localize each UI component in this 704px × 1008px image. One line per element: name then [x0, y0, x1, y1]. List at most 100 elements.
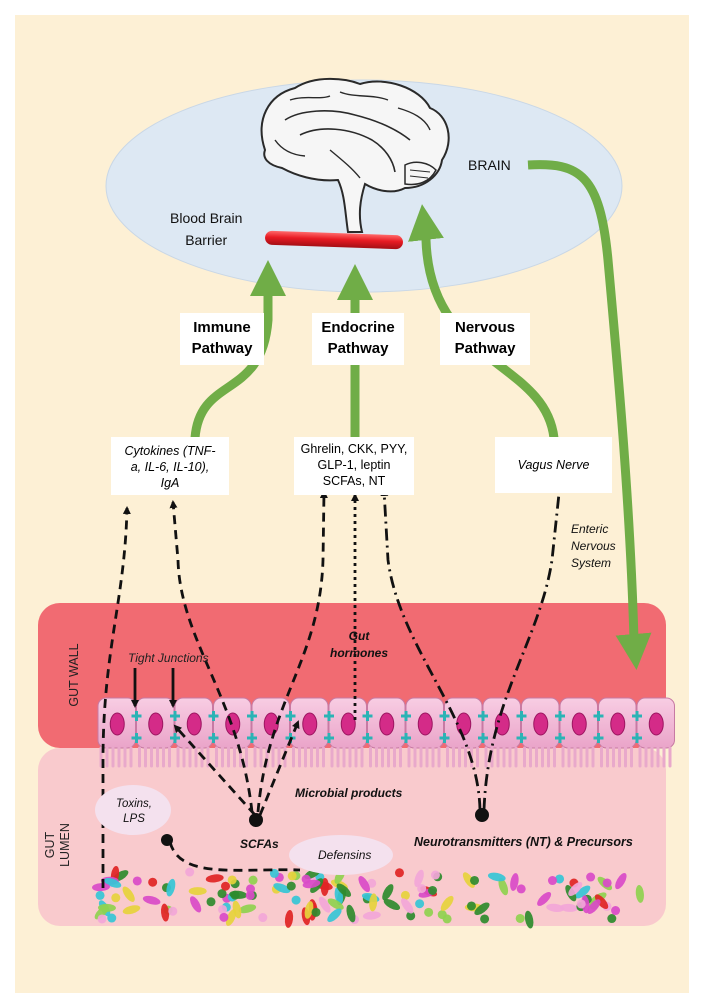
- gut-hormones-label: Gut hormones: [329, 628, 389, 662]
- microbe: [587, 899, 601, 914]
- toxins-label: Toxins, LPS: [112, 797, 156, 827]
- enteric-line3: System: [571, 556, 612, 570]
- microbe: [367, 878, 377, 888]
- microbe: [394, 868, 404, 878]
- tight-junction-marker: [324, 733, 334, 743]
- microbe: [382, 884, 394, 901]
- endocrine-pathway-box: Endocrine Pathway: [312, 313, 404, 365]
- microbe: [111, 893, 121, 903]
- scfas-origin-dot: [249, 813, 263, 827]
- bbb-label-line1: Blood Brain: [170, 210, 243, 226]
- microbe: [227, 875, 237, 885]
- microbe: [547, 876, 557, 886]
- microvilli: [484, 746, 518, 768]
- microbe: [515, 913, 525, 923]
- gut-wall-label: GUT WALL: [67, 643, 81, 707]
- cytokines-line1: Cytokines (TNF-: [124, 444, 216, 458]
- nervous-pathway-line2: Pathway: [454, 340, 516, 357]
- gut-lumen-line1: GUT: [43, 831, 57, 859]
- microbe: [362, 911, 381, 920]
- microbe: [166, 878, 176, 897]
- brain-icon: [260, 77, 450, 233]
- microvilli: [99, 746, 133, 768]
- toxins-line2: LPS: [123, 813, 145, 825]
- microbe: [524, 910, 534, 929]
- microvilli: [292, 746, 325, 768]
- signal-arrows: [101, 482, 564, 888]
- microbe: [474, 902, 490, 916]
- microbe: [273, 883, 291, 894]
- microbe: [287, 871, 297, 881]
- tight-junction-marker: [285, 711, 296, 721]
- tight-junction-marker: [131, 711, 142, 721]
- microbe: [415, 899, 425, 909]
- neurotransmitters-label: Neurotransmitters (NT) & Precursors: [414, 835, 633, 849]
- microvilli: [638, 746, 672, 768]
- microbe: [142, 895, 161, 905]
- tight-junction-marker: [362, 733, 373, 743]
- microbe: [516, 884, 526, 894]
- microbe: [430, 870, 440, 880]
- tight-junction-marker: [131, 733, 142, 743]
- defensins-ellipse: [289, 835, 393, 875]
- bbb-label-line2: Barrier: [185, 232, 228, 248]
- immune-pathway-line1: Immune: [193, 319, 251, 336]
- tight-junction-marker: [478, 733, 488, 743]
- tight-junction-marker: [555, 711, 565, 721]
- microbe: [487, 872, 506, 882]
- microbe: [311, 907, 321, 917]
- cell-nucleus: [186, 712, 202, 736]
- endocrine-pathway-line2: Pathway: [327, 340, 389, 357]
- microbe: [122, 905, 141, 915]
- hormones-line2: GLP-1, leptin: [317, 458, 391, 472]
- microbe: [406, 911, 416, 921]
- immune-pathway-box: Immune Pathway: [180, 313, 264, 365]
- tight-junction-marker: [208, 733, 219, 743]
- tight-junction-marker: [208, 711, 219, 721]
- cytokines-box: Cytokines (TNF- a, IL-6, IL-10), IgA: [111, 437, 229, 495]
- tight-junction-marker: [632, 733, 642, 743]
- microbe: [188, 887, 207, 896]
- cell-nucleus: [109, 712, 125, 736]
- microbe: [190, 896, 202, 913]
- microbe: [218, 904, 228, 914]
- microbe: [230, 890, 240, 900]
- microbe: [132, 876, 142, 886]
- gut-hormones-line1: Gut: [348, 629, 370, 643]
- scfas-to-junction-arrow-left: [173, 724, 257, 816]
- toxins-ellipse: [95, 785, 171, 835]
- microbe: [245, 884, 255, 894]
- defensins-origin-dot: [161, 834, 173, 846]
- microbe: [245, 890, 255, 900]
- microbe: [400, 890, 410, 900]
- blood-brain-barrier-bar: [265, 230, 403, 250]
- enteric-line2: Nervous: [571, 539, 616, 553]
- microbe: [546, 903, 565, 912]
- scfas-label: SCFAs: [240, 837, 279, 851]
- microbe: [559, 903, 578, 912]
- microvilli: [446, 746, 479, 768]
- microbe: [238, 904, 257, 914]
- microbe: [480, 914, 490, 924]
- microbe: [205, 874, 224, 883]
- tight-junctions-label: Tight Junctions: [128, 651, 209, 665]
- microbe: [97, 914, 107, 924]
- nervous-pathway-box: Nervous Pathway: [440, 313, 530, 365]
- microbe: [107, 913, 117, 923]
- hormones-box: Ghrelin, CKK, PYY, GLP-1, leptin SCFAs, …: [294, 437, 414, 495]
- cytokines-line2: a, IL-6, IL-10),: [130, 460, 210, 474]
- microbe: [594, 894, 609, 910]
- microvilli: [523, 746, 556, 768]
- cell-nucleus: [340, 712, 356, 736]
- cell-nucleus: [148, 712, 164, 736]
- scfas-to-cytokines-arrow: [169, 500, 254, 813]
- microbe: [346, 904, 356, 923]
- microbe: [440, 895, 454, 911]
- tight-junction-marker: [593, 711, 604, 721]
- cell-nucleus: [494, 712, 510, 736]
- bbb-label: Blood Brain Barrier: [170, 207, 242, 251]
- tight-junction-marker: [439, 733, 450, 743]
- microvilli: [138, 746, 171, 768]
- tight-junction-marker: [516, 711, 527, 721]
- enteric-nervous-system-label: Enteric Nervous System: [571, 521, 616, 572]
